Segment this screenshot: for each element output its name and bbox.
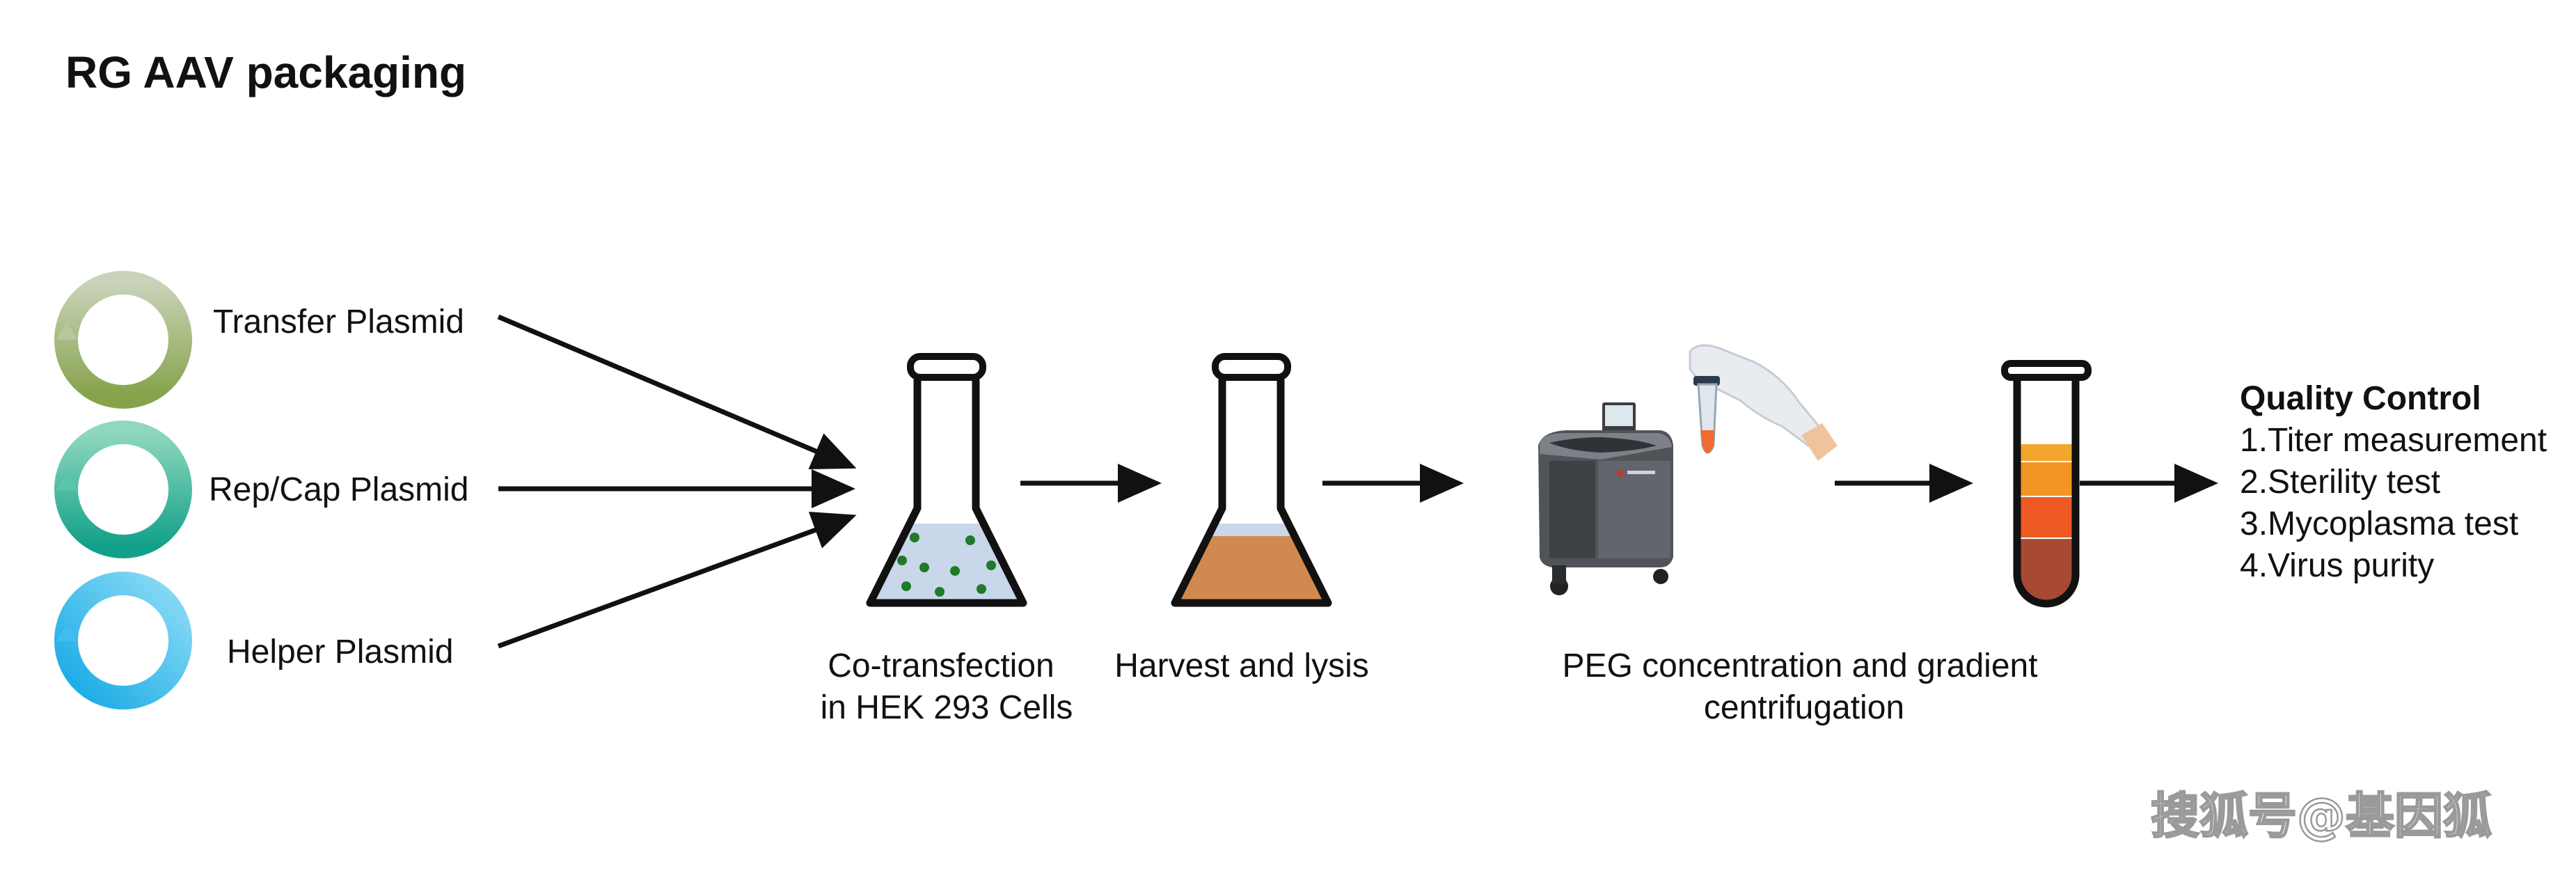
centrifuge-front-panel <box>1549 461 1595 558</box>
centrifuge-icon <box>1538 402 1673 595</box>
quality-control-heading: Quality Control <box>2240 380 2481 417</box>
quality-control-item: 2.Sterility test <box>2240 464 2440 501</box>
flask-rim <box>1212 353 1291 381</box>
page-title: RG AAV packaging <box>65 47 466 97</box>
step-label-cotransfection-line1: Co-transfection <box>828 648 1054 684</box>
cell-dot <box>935 587 945 597</box>
plasmid-label: Rep/Cap Plasmid <box>209 471 469 508</box>
step-label-peg-line1: PEG concentration and gradient <box>1562 648 2037 684</box>
gradient-band-4 <box>2017 539 2076 604</box>
plasmid-ring-icon <box>54 421 192 558</box>
centrifuge-screen <box>1605 405 1633 426</box>
plasmid-arrows <box>497 314 857 649</box>
cell-dot <box>986 560 996 570</box>
quality-control: Quality Control 1.Titer measurement 2.St… <box>2240 380 2547 584</box>
quality-control-item: 1.Titer measurement <box>2240 422 2547 459</box>
gloved-hand-icon <box>1689 344 1838 461</box>
wrist <box>1801 423 1838 461</box>
cell-dot <box>965 535 975 545</box>
plasmid-helper: Helper Plasmid <box>54 572 453 709</box>
centrifuge-foot <box>1552 565 1566 583</box>
centrifuge-brand <box>1627 471 1655 474</box>
cell-dot <box>910 533 919 542</box>
flask-harvest <box>1171 353 1332 607</box>
watermark: 搜狐号@基因狐 <box>2151 787 2492 845</box>
arrow-transfer <box>497 314 857 469</box>
flask-rim <box>907 353 986 381</box>
cell-dot <box>950 566 960 576</box>
centrifuge-side-panel <box>1598 461 1670 558</box>
gradient-tube <box>2001 360 2092 608</box>
cell-dot <box>897 556 907 565</box>
gradient-band-2 <box>2017 462 2076 496</box>
tube-outline <box>2013 376 2080 608</box>
flask-cotransfection <box>866 353 1027 607</box>
plasmid-arrow-icon <box>56 323 78 340</box>
flask-outline <box>1171 379 1332 607</box>
quality-control-item: 4.Virus purity <box>2240 547 2434 584</box>
arrow-helper <box>497 511 857 649</box>
plasmid-label: Helper Plasmid <box>227 634 453 670</box>
step-label-harvest: Harvest and lysis <box>1114 648 1368 684</box>
plasmid-label: Transfer Plasmid <box>213 304 464 340</box>
lysate-top-layer <box>1175 524 1328 537</box>
cell-dot <box>919 563 929 572</box>
step-label-cotransfection-line2: in HEK 293 Cells <box>821 689 1073 726</box>
gradient-band-3 <box>2017 497 2076 537</box>
plasmid-ring-icon <box>54 271 192 409</box>
plasmid-repcap: Rep/Cap Plasmid <box>54 421 469 558</box>
plasmid-arrow-icon <box>56 473 78 490</box>
tube-rim <box>2001 360 2092 381</box>
quality-control-item: 3.Mycoplasma test <box>2240 505 2518 542</box>
cell-dot <box>977 584 986 594</box>
plasmid-transfer: Transfer Plasmid <box>54 271 464 409</box>
centrifuge-logo <box>1617 470 1624 477</box>
centrifuge-lid-opening <box>1549 437 1657 453</box>
cell-dot <box>901 581 911 591</box>
cells <box>897 533 996 597</box>
tube-sample <box>1700 430 1714 453</box>
centrifuge-wheel <box>1653 569 1668 584</box>
plasmid-ring-icon <box>54 572 192 709</box>
plasmid-arrow-icon <box>56 625 78 641</box>
gradient-band-1 <box>2017 444 2076 461</box>
flask-outline <box>866 379 1027 607</box>
step-label-peg-line2: centrifugation <box>1704 689 1904 726</box>
